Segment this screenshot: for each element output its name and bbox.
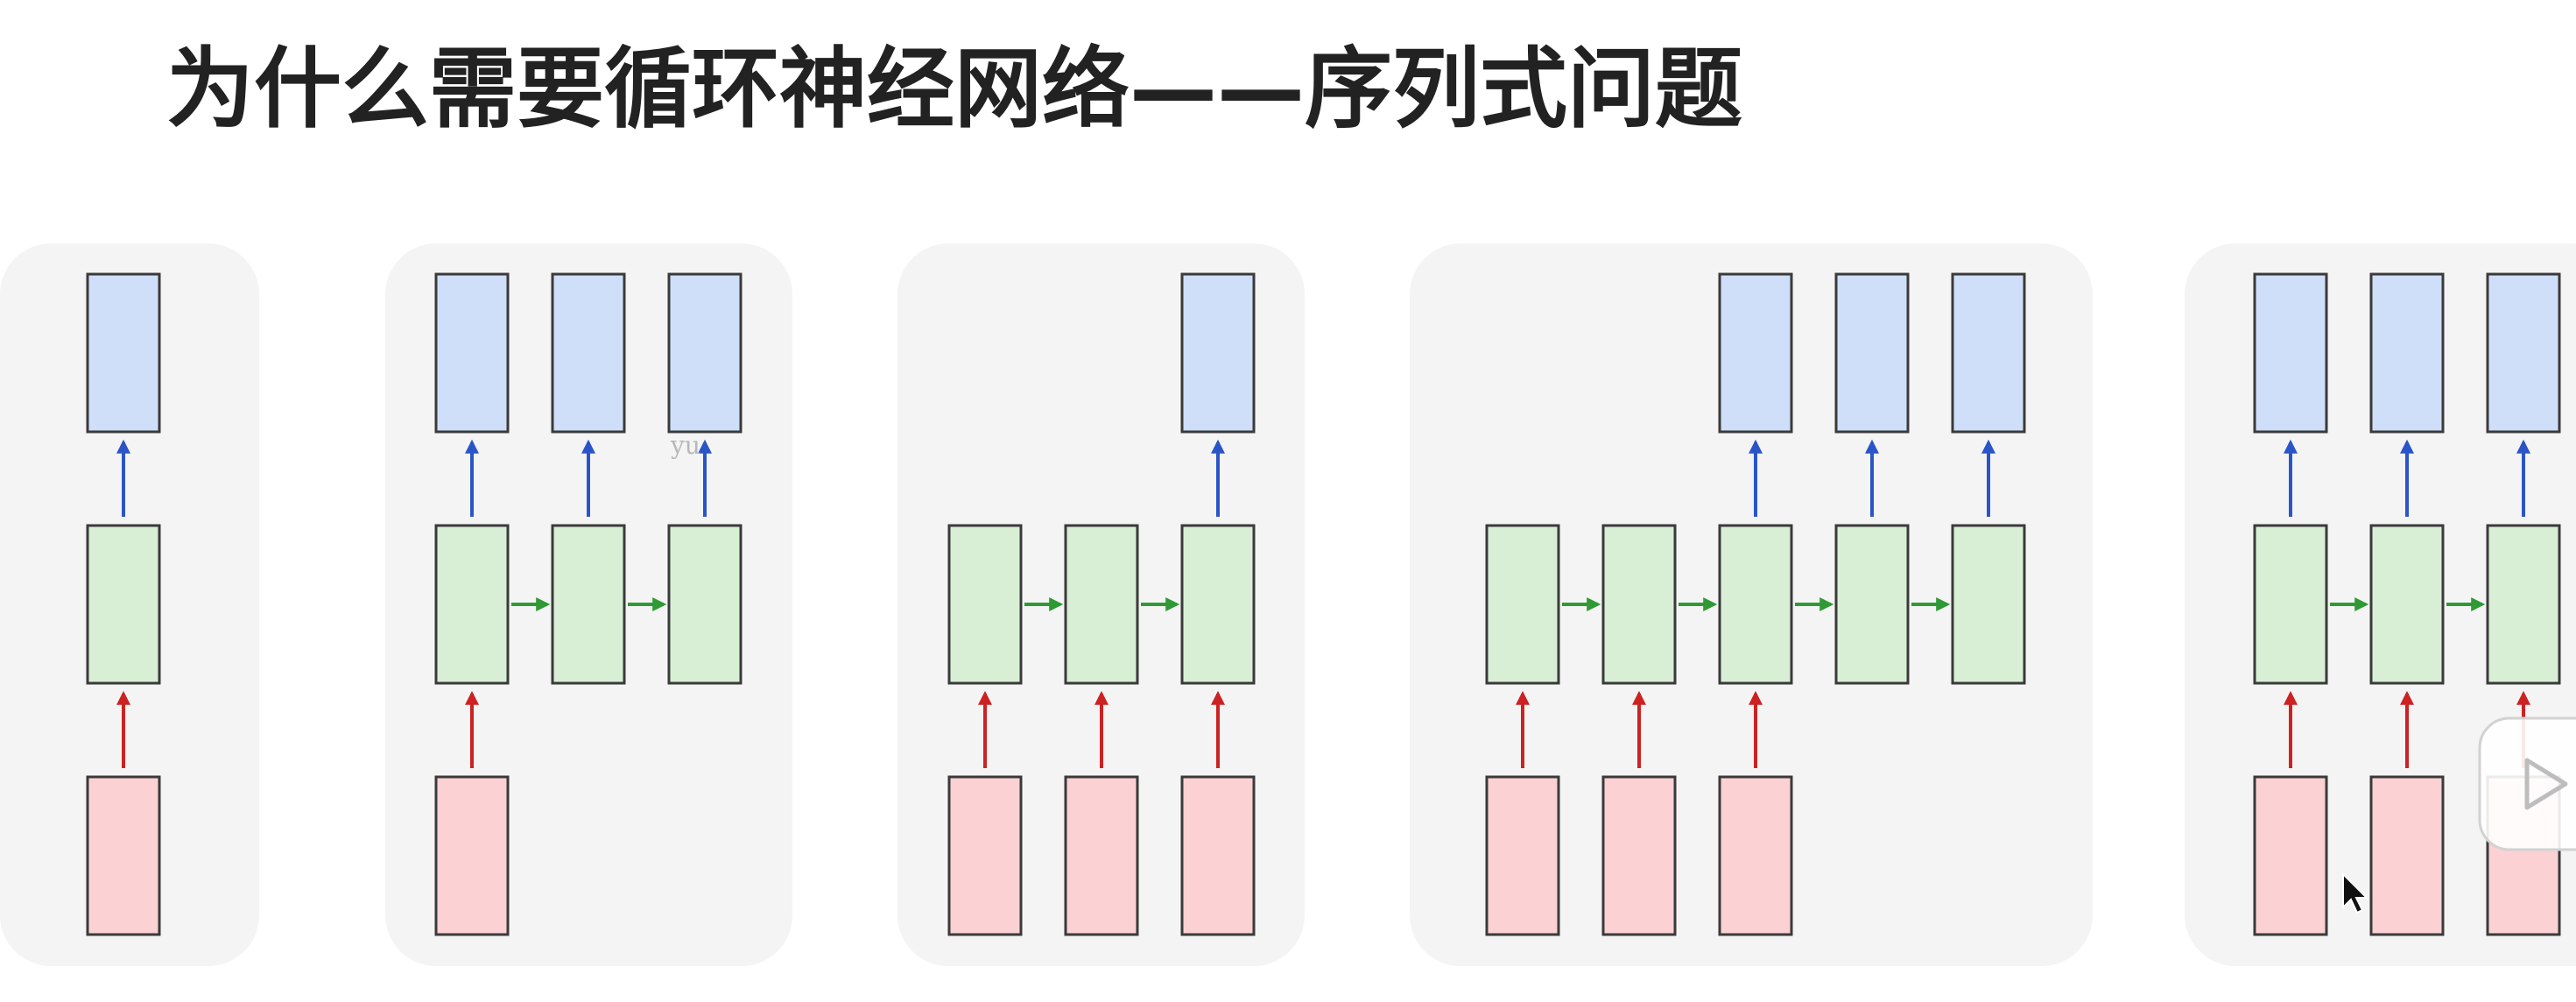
play-button-icon[interactable]: [2478, 716, 2576, 851]
hidden-state-box: [1834, 524, 1910, 685]
output-box: [551, 272, 626, 434]
hidden-state-box: [1951, 524, 2026, 685]
output-box: [86, 272, 161, 434]
input-box: [2253, 775, 2328, 936]
hidden-state-box: [667, 524, 743, 685]
panel-many-to-many-synced: [2185, 243, 2576, 966]
output-box: [2369, 272, 2445, 434]
hidden-state-box: [2253, 524, 2328, 685]
output-box: [1951, 272, 2026, 434]
hidden-state-box: [947, 524, 1023, 685]
input-box: [1485, 775, 1560, 936]
output-box: [1834, 272, 1910, 434]
panel-many-to-one: [897, 243, 1305, 966]
hidden-state-box: [434, 524, 510, 685]
input-box: [1601, 775, 1677, 936]
hidden-state-box: [551, 524, 626, 685]
input-box: [947, 775, 1023, 936]
output-box: [434, 272, 510, 434]
input-box: [2369, 775, 2445, 936]
output-box: [1180, 272, 1256, 434]
hidden-state-box: [1601, 524, 1677, 685]
hidden-state-box: [86, 524, 161, 685]
hidden-state-box: [1180, 524, 1256, 685]
play-icon: [2524, 758, 2568, 810]
panel-many-to-many-delayed: [1410, 243, 2093, 966]
input-box: [434, 775, 510, 936]
hidden-state-box: [2486, 524, 2561, 685]
panel-one-to-many: [385, 243, 792, 966]
hidden-state-box: [1718, 524, 1793, 685]
output-box: [667, 272, 743, 434]
output-box: [2253, 272, 2328, 434]
output-box: [1718, 272, 1793, 434]
panel-one-to-one: [0, 243, 259, 966]
input-box: [1064, 775, 1139, 936]
input-box: [1718, 775, 1793, 936]
hidden-state-box: [2369, 524, 2445, 685]
input-box: [86, 775, 161, 936]
hidden-state-box: [1485, 524, 1560, 685]
mouse-cursor-icon: [2342, 871, 2369, 914]
slide-title: 为什么需要循环神经网络——序列式问题: [166, 38, 1742, 140]
watermark-text: yu: [670, 431, 700, 460]
hidden-state-box: [1064, 524, 1139, 685]
output-box: [2486, 272, 2561, 434]
input-box: [1180, 775, 1256, 936]
